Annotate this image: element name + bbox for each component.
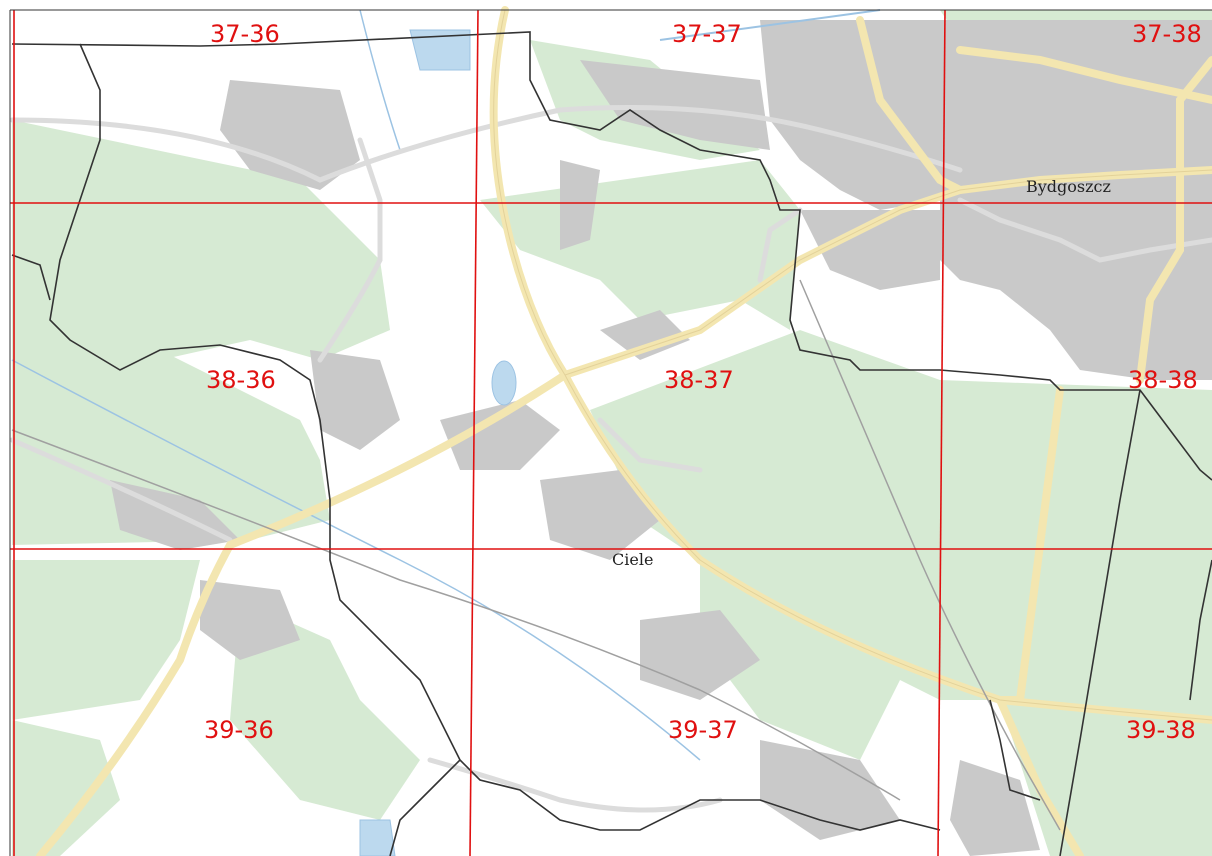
grid-label-38-37: 38-37 — [664, 366, 734, 394]
grid-label-39-38: 39-38 — [1126, 716, 1196, 744]
administrative-boundaries — [11, 31, 1212, 856]
place-label-bydgoszcz: Bydgoszcz — [1026, 177, 1111, 196]
grid-label-39-37: 39-37 — [668, 716, 738, 744]
place-label-ciele: Ciele — [612, 550, 653, 569]
water-features — [11, 9, 881, 856]
grid-label-38-36: 38-36 — [206, 366, 276, 394]
major-road-edges — [493, 9, 1212, 721]
grid-label-37-37: 37-37 — [672, 20, 742, 48]
grid-label-38-38: 38-38 — [1128, 366, 1198, 394]
grid-labels: 37-36 37-37 37-38 38-36 38-37 38-38 39-3… — [204, 20, 1202, 744]
grid-label-39-36: 39-36 — [204, 716, 274, 744]
map-sheet-grid — [10, 9, 1212, 856]
railway-line-2 — [799, 279, 1061, 831]
urban-areas — [110, 20, 1212, 856]
grid-label-37-36: 37-36 — [210, 20, 280, 48]
grid-label-37-38: 37-38 — [1132, 20, 1202, 48]
railway-line — [11, 429, 901, 801]
